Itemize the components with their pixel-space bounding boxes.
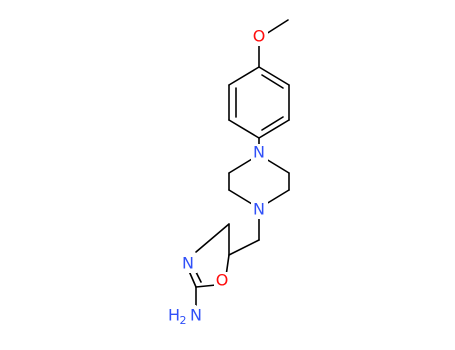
bond-methyl-o — [265, 19, 289, 35]
oxazoline-oxygen: O — [216, 271, 229, 290]
amine-group: H 2 N — [168, 306, 202, 328]
bond-pip-6 — [228, 158, 253, 174]
bond-ring-1 — [258, 66, 290, 86]
amine-hydrogen: H — [168, 306, 180, 325]
piperazine-nitrogen-bottom: N — [253, 200, 265, 219]
oxazoline-nitrogen: N — [182, 254, 194, 273]
amine-subscript: 2 — [180, 314, 187, 327]
bond-ring-double-1 — [261, 74, 284, 89]
bond-ring-3 — [258, 119, 290, 139]
bond-o-c2 — [195, 284, 217, 288]
bond-c2-n — [188, 270, 197, 288]
bond-pip-1 — [265, 158, 290, 174]
bond-c4-cn — [195, 223, 230, 253]
amine-nitrogen: N — [190, 306, 202, 325]
methoxy-oxygen: O — [253, 27, 266, 46]
bond-layer — [188, 19, 290, 306]
bond-ring-6 — [228, 66, 260, 86]
bond-ring-4 — [228, 119, 260, 139]
bond-pip-3 — [265, 189, 290, 205]
atom-layer: O N N N O H 2 N — [166, 27, 268, 328]
piperazine-nitrogen-top: N — [253, 143, 265, 162]
bond-ch2-c5 — [228, 239, 260, 256]
bond-ring-double-2 — [261, 116, 284, 131]
bond-pip-4 — [228, 189, 253, 205]
